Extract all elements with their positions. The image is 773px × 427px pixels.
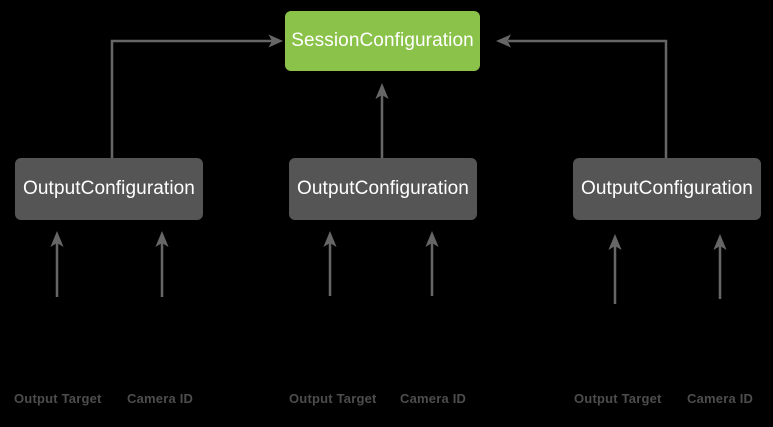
edge-left-output-target xyxy=(50,231,64,297)
edge-middle-output-target xyxy=(323,231,337,296)
leaf-label-camera-id-2: Camera ID xyxy=(400,391,467,406)
leaf-label-camera-id-3: Camera ID xyxy=(687,391,754,406)
edge-left-output-to-session xyxy=(110,34,283,158)
leaf-label-camera-id-1: Camera ID xyxy=(127,391,194,406)
edge-middle-camera-id xyxy=(425,231,439,296)
node-output-configuration-1[interactable]: OutputConfiguration xyxy=(15,158,203,220)
node-session-configuration-label: SessionConfiguration xyxy=(291,30,474,51)
edge-right-output-target xyxy=(608,234,622,304)
node-session-configuration[interactable]: SessionConfiguration xyxy=(285,11,480,71)
edge-right-camera-id xyxy=(713,234,727,299)
leaf-label-output-target-3: Output Target xyxy=(574,391,662,406)
leaf-label-output-target-2: Output Target xyxy=(289,391,377,406)
leaf-label-output-target-1: Output Target xyxy=(14,391,102,406)
edge-middle-output-to-session xyxy=(375,83,389,158)
node-output-configuration-2[interactable]: OutputConfiguration xyxy=(289,158,477,220)
edge-left-camera-id xyxy=(155,231,169,297)
edge-right-output-to-session xyxy=(496,34,668,158)
node-output-configuration-2-label: OutputConfiguration xyxy=(297,178,469,199)
node-output-configuration-3[interactable]: OutputConfiguration xyxy=(573,158,761,220)
node-output-configuration-3-label: OutputConfiguration xyxy=(581,178,753,199)
node-output-configuration-1-label: OutputConfiguration xyxy=(23,178,195,199)
